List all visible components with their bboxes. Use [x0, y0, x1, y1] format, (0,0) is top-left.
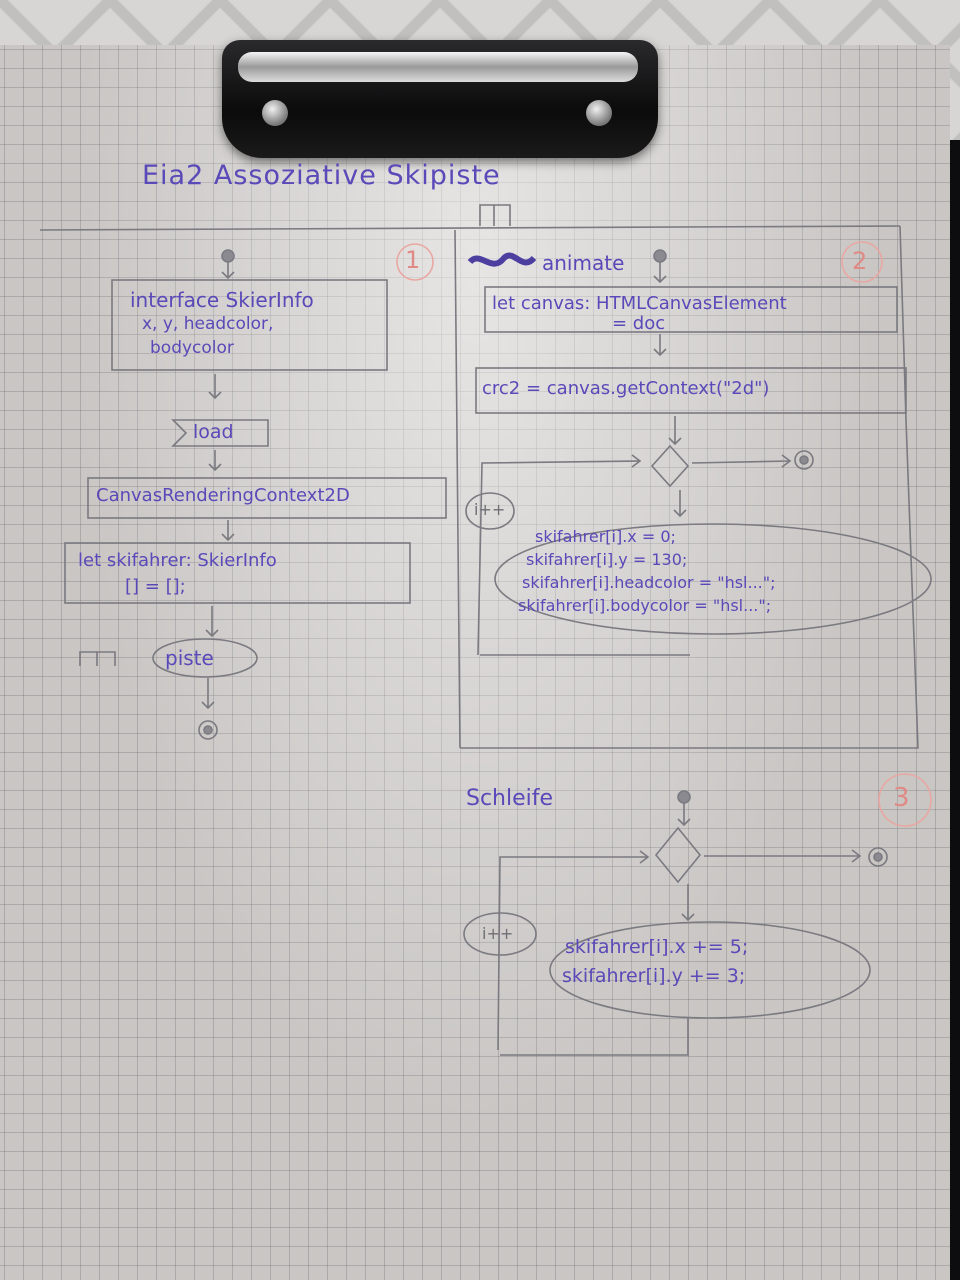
code-line: skifahrer[i].bodycolor = "hsl...";: [518, 596, 772, 615]
crc2-assignment: crc2 = canvas.getContext("2d"): [482, 378, 770, 399]
rivet-right: [586, 100, 612, 126]
skifahrer-declaration: let skifahrer: SkierInfo: [78, 550, 277, 571]
code-line: skifahrer[i].y += 3;: [562, 965, 746, 987]
loop-increment-label: i++: [482, 924, 514, 943]
canvas-declaration: let canvas: HTMLCanvasElement: [492, 293, 787, 314]
piste-call: piste: [165, 646, 214, 670]
code-line: skifahrer[i].x += 5;: [565, 936, 749, 958]
skifahrer-declaration-cont: [] = [];: [125, 576, 186, 597]
panel-1-number: 1: [405, 246, 421, 274]
animate-label: animate: [542, 251, 625, 275]
canvas-declaration-cont: = doc: [612, 313, 666, 334]
load-event: load: [193, 421, 234, 443]
page-title: Eia2 Assoziative Skipiste: [142, 160, 501, 191]
rivet-left: [262, 100, 288, 126]
clip-bar: [238, 52, 638, 82]
code-line: skifahrer[i].y = 130;: [526, 550, 688, 569]
code-line: skifahrer[i].headcolor = "hsl...";: [522, 573, 776, 592]
panel-3-number: 3: [893, 783, 910, 813]
interface-title: interface SkierInfo: [130, 288, 314, 312]
interface-fields-cont: bodycolor: [150, 338, 234, 358]
canvas-context-action: CanvasRenderingContext2D: [96, 485, 350, 506]
interface-fields: x, y, headcolor,: [142, 314, 274, 334]
grid-paper: [0, 45, 950, 1280]
schleife-title: Schleife: [466, 786, 554, 811]
panel-2-number: 2: [852, 247, 868, 275]
loop-increment-label: i++: [474, 500, 506, 519]
code-line: skifahrer[i].x = 0;: [535, 527, 676, 546]
